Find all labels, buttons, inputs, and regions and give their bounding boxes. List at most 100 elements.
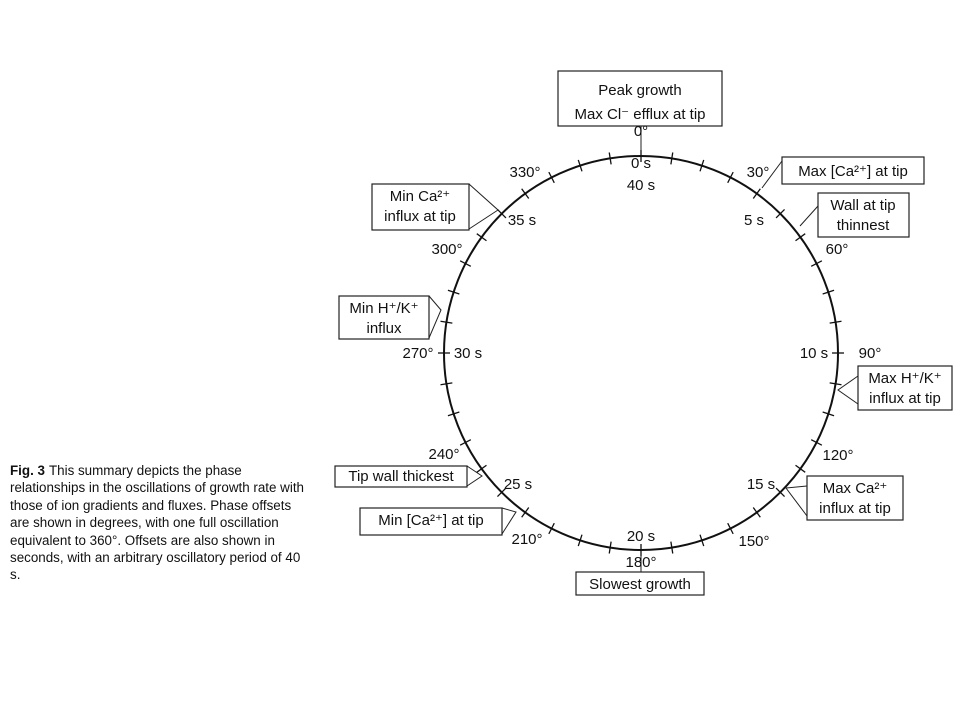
seconds-label-15: 15 s xyxy=(747,476,775,493)
tick-mark xyxy=(548,171,555,184)
callout-box xyxy=(817,192,910,238)
tick-mark xyxy=(608,541,612,554)
callout-text: Max H⁺/K⁺ xyxy=(868,370,941,387)
seconds-label-0: 0 s xyxy=(631,155,651,172)
tick-mark xyxy=(810,439,823,446)
tick-mark xyxy=(752,188,761,199)
tick-mark xyxy=(521,188,530,199)
callout-box xyxy=(857,365,953,411)
tick-mark xyxy=(476,233,487,242)
callout-text: Wall at tip xyxy=(830,197,895,214)
tick-mark xyxy=(608,152,612,165)
seconds-label-5: 5 s xyxy=(744,212,764,229)
tick-mark xyxy=(727,522,734,535)
degree-labels: 0°30°60°90°120°150°180°210°240°270°300°3… xyxy=(402,123,881,571)
tick-mark xyxy=(476,464,487,473)
seconds-label-20: 20 s xyxy=(627,528,655,545)
seconds-label-10: 10 s xyxy=(800,345,828,362)
callout-text: Min [Ca²⁺] at tip xyxy=(378,512,483,529)
tick-mark xyxy=(459,260,472,267)
degree-label-330: 330° xyxy=(509,164,540,181)
tick-mark xyxy=(496,487,507,498)
tick-mark xyxy=(577,534,583,547)
callout-box xyxy=(334,465,468,488)
tick-mark xyxy=(496,208,507,219)
seconds-label-30: 30 s xyxy=(454,345,482,362)
degree-label-150: 150° xyxy=(738,533,769,550)
seconds-label-40: 40 s xyxy=(627,177,655,194)
callout-text: thinnest xyxy=(837,217,890,234)
callout-leaders xyxy=(428,126,859,572)
tick-mark xyxy=(447,289,460,295)
callout-text: Max Cl⁻ efflux at tip xyxy=(574,106,705,123)
callout-wall-thinnest: Wall at tip thinnest xyxy=(817,192,910,238)
tick-mark xyxy=(822,289,835,295)
tick-mark xyxy=(521,507,530,518)
callout-min-ca-influx: Min Ca²⁺ influx at tip xyxy=(371,183,470,231)
tick-mark xyxy=(548,522,555,535)
degree-label-90: 90° xyxy=(859,345,882,362)
callout-box xyxy=(575,571,705,596)
callout-text: Max Ca²⁺ xyxy=(823,480,888,497)
tick-mark xyxy=(699,534,705,547)
degree-label-30: 30° xyxy=(747,164,770,181)
callout-pointer xyxy=(761,160,783,189)
tick-mark xyxy=(670,541,674,554)
tick-mark xyxy=(829,320,842,324)
callout-text: Max [Ca²⁺] at tip xyxy=(798,163,908,180)
degree-label-0: 0° xyxy=(634,123,648,140)
figure-label: Fig. 3 xyxy=(10,463,45,478)
degree-label-300: 300° xyxy=(431,241,462,258)
tick-mark xyxy=(752,507,761,518)
tick-mark xyxy=(727,171,734,184)
seconds-label-35: 35 s xyxy=(508,212,536,229)
callout-text: influx at tip xyxy=(384,208,456,225)
caption-text: This summary depicts the phase relations… xyxy=(10,463,304,583)
callout-text: Min Ca²⁺ xyxy=(390,188,450,205)
tick-mark xyxy=(795,233,806,242)
tick-mark xyxy=(447,411,460,417)
callout-text: Slowest growth xyxy=(589,576,691,593)
degree-label-180: 180° xyxy=(625,554,656,571)
tick-mark xyxy=(795,464,806,473)
tick-mark xyxy=(699,159,705,172)
degree-label-60: 60° xyxy=(826,241,849,258)
degree-label-120: 120° xyxy=(822,447,853,464)
tick-mark xyxy=(459,439,472,446)
callout-min-hk-influx: Min H⁺/K⁺ influx xyxy=(338,295,430,340)
callout-slowest-growth: Slowest growth xyxy=(575,571,705,596)
callout-pointer xyxy=(468,183,499,230)
tick-mark xyxy=(775,487,786,498)
callout-text: Min H⁺/K⁺ xyxy=(349,300,418,317)
callout-box xyxy=(781,156,925,185)
tick-mark xyxy=(440,320,453,324)
callout-tip-wall-thickest: Tip wall thickest xyxy=(334,465,468,488)
callout-text: influx xyxy=(366,320,402,337)
tick-mark xyxy=(775,208,786,219)
seconds-label-25: 25 s xyxy=(504,476,532,493)
tick-mark xyxy=(670,152,674,165)
tick-mark xyxy=(810,260,823,267)
tick-mark xyxy=(829,382,842,386)
callout-min-ca-at-tip: Min [Ca²⁺] at tip xyxy=(359,507,503,536)
degree-label-270: 270° xyxy=(402,345,433,362)
callout-box xyxy=(359,507,503,536)
callout-box xyxy=(557,70,723,127)
callout-max-ca-at-tip: Max [Ca²⁺] at tip xyxy=(781,156,925,185)
callout-pointer xyxy=(837,375,859,405)
tick-marks xyxy=(438,150,844,556)
callout-pointer xyxy=(799,205,819,227)
degree-label-240: 240° xyxy=(428,446,459,463)
tick-mark xyxy=(440,382,453,386)
callout-box xyxy=(338,295,430,340)
callout-text: influx at tip xyxy=(869,390,941,407)
callout-max-hk-influx: Max H⁺/K⁺ influx at tip xyxy=(857,365,953,411)
callout-box xyxy=(806,475,904,521)
second-labels: 0 s 40 s 5 s 10 s 15 s 20 s 25 s 30 s 35 s xyxy=(454,155,828,545)
callout-text: Peak growth xyxy=(598,82,681,99)
